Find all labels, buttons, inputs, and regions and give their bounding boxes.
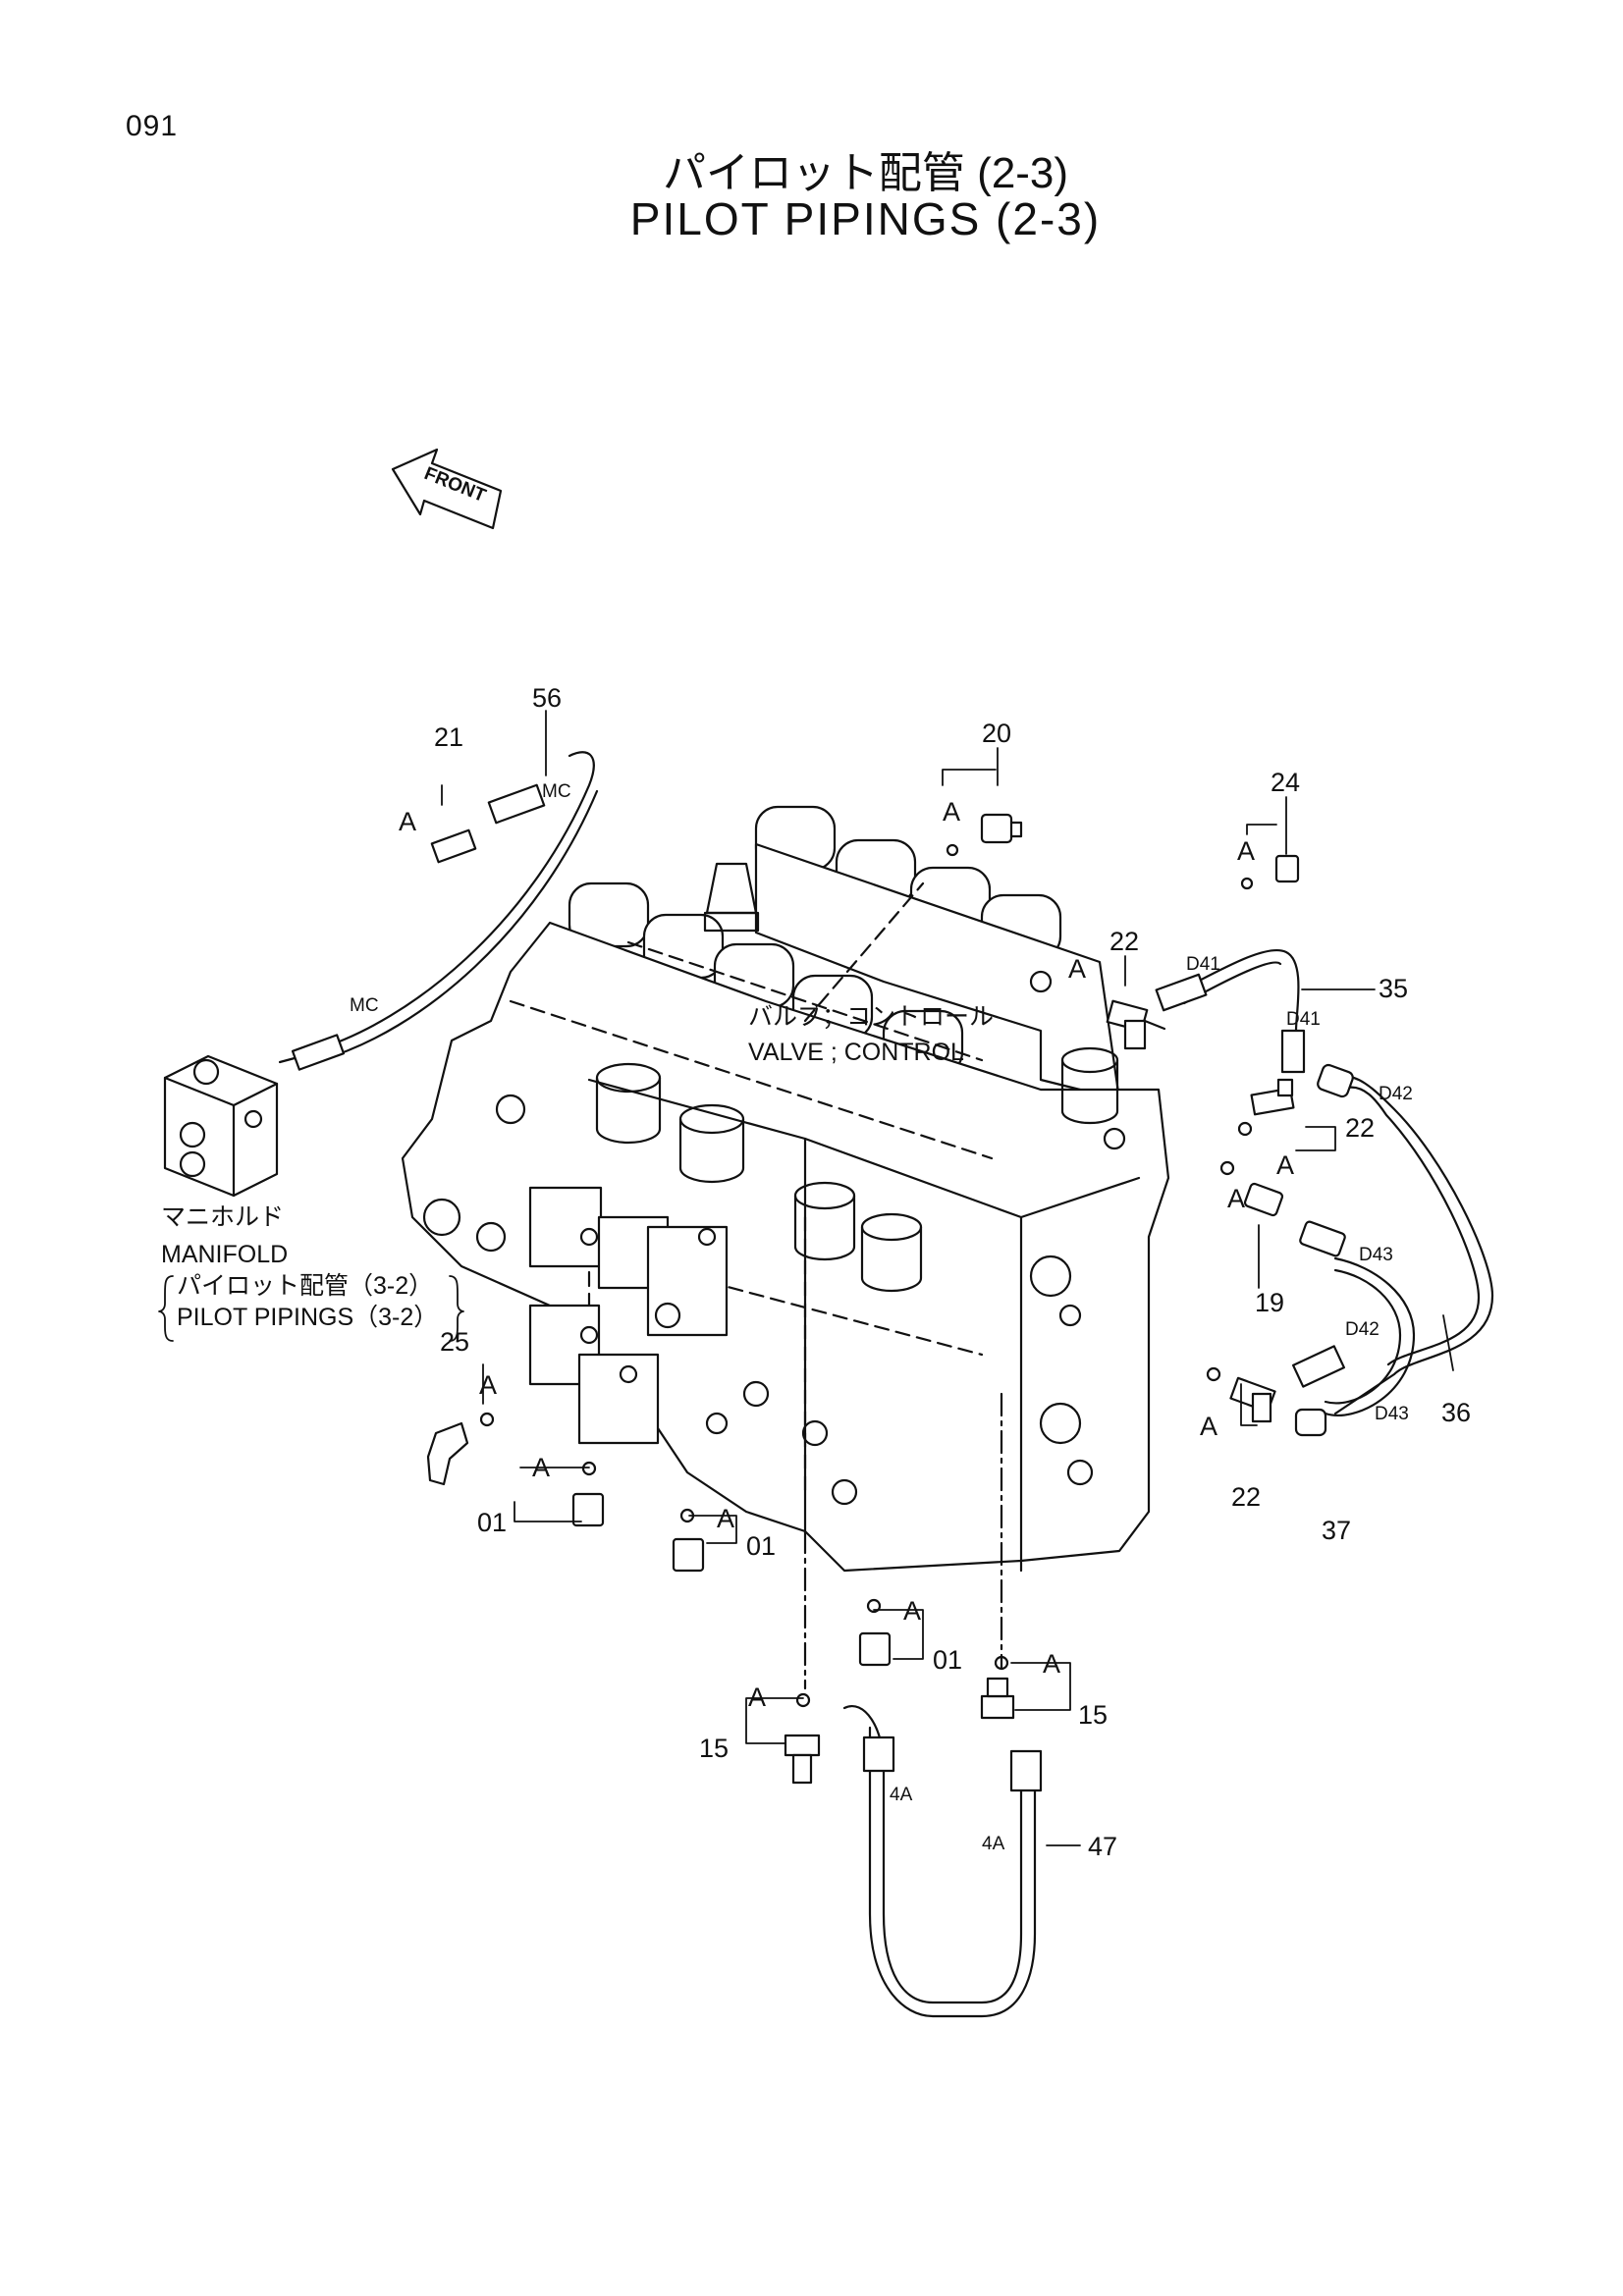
tee-fitting-22-middle bbox=[1237, 1078, 1295, 1137]
pipe-36 bbox=[1291, 1063, 1494, 1416]
a-marker: A bbox=[1237, 836, 1255, 866]
part-number-22-middle: 22 bbox=[1345, 1113, 1375, 1143]
fitting-24 bbox=[1240, 854, 1300, 890]
manifold-reference-brace bbox=[158, 1275, 174, 1342]
part-number-01-center: 01 bbox=[746, 1531, 776, 1561]
part-labels: 56 21 20 24 22 35 22 19 36 25 22 37 01 0… bbox=[161, 683, 1471, 1861]
a-marker: A bbox=[748, 1682, 766, 1712]
a-marker: A bbox=[532, 1453, 550, 1482]
a-marker: A bbox=[1068, 954, 1086, 984]
manifold-block bbox=[163, 1054, 279, 1198]
a-marker: A bbox=[717, 1504, 734, 1533]
part-number-15-left: 15 bbox=[699, 1734, 729, 1763]
a-marker: A bbox=[943, 797, 960, 827]
leader-lines bbox=[441, 710, 1454, 1846]
mc-label: MC bbox=[350, 995, 379, 1016]
part-number-15-right: 15 bbox=[1078, 1700, 1108, 1730]
plug-01-left bbox=[571, 1461, 605, 1527]
part-number-19: 19 bbox=[1255, 1288, 1284, 1317]
plug-01-center bbox=[672, 1508, 705, 1573]
a-marker: A bbox=[399, 807, 416, 836]
d42-label: D42 bbox=[1379, 1084, 1413, 1104]
page-title-japanese: パイロット配管 (2-3) bbox=[662, 149, 1069, 197]
page-title: PILOT PIPINGS (2-3) bbox=[629, 193, 1102, 244]
part-number-01-right: 01 bbox=[933, 1645, 962, 1675]
pipe-56 bbox=[278, 751, 599, 1071]
plug-01-right bbox=[858, 1598, 892, 1667]
a-marker: A bbox=[1043, 1649, 1060, 1679]
pipe-35 bbox=[1155, 949, 1306, 1074]
part-number-20: 20 bbox=[982, 719, 1011, 748]
control-valve-body bbox=[401, 805, 1170, 1573]
d43-label: D43 bbox=[1359, 1245, 1393, 1265]
fitting-19 bbox=[1219, 1160, 1284, 1217]
tee-fitting-15-right bbox=[980, 1655, 1015, 1720]
a-marker: A bbox=[1200, 1412, 1217, 1441]
d43-label: D43 bbox=[1375, 1404, 1409, 1424]
d41-label: D41 bbox=[1186, 954, 1220, 975]
elbow-25 bbox=[426, 1412, 495, 1486]
part-number-36: 36 bbox=[1441, 1398, 1471, 1427]
a-marker: A bbox=[479, 1370, 497, 1400]
part-number-56: 56 bbox=[532, 683, 562, 713]
a-marker: A bbox=[903, 1596, 921, 1626]
manifold-reference-brace bbox=[449, 1275, 464, 1342]
tee-fitting-15-left bbox=[784, 1692, 821, 1785]
a-marker: A bbox=[1227, 1184, 1245, 1213]
front-arrow-icon: FRONT bbox=[391, 448, 503, 530]
part-number-25: 25 bbox=[440, 1327, 469, 1357]
manifold-reference-japanese: パイロット配管（3-2） bbox=[177, 1272, 433, 1300]
page-number: 091 bbox=[126, 110, 179, 142]
manifold-label: MANIFOLD bbox=[161, 1241, 288, 1268]
part-number-35: 35 bbox=[1379, 974, 1408, 1003]
elbow-37 bbox=[1294, 1408, 1327, 1437]
manifold-label-japanese: マニホルド bbox=[161, 1203, 284, 1231]
valve-label-japanese: バルブ；コントロール bbox=[748, 1003, 994, 1031]
part-number-21: 21 bbox=[434, 722, 463, 752]
d42-label: D42 bbox=[1345, 1319, 1380, 1340]
part-number-22-upper: 22 bbox=[1109, 927, 1139, 956]
fitting-20 bbox=[946, 813, 1023, 857]
valve-label: VALVE ; CONTROL bbox=[748, 1039, 964, 1066]
part-number-24: 24 bbox=[1271, 768, 1300, 797]
part-number-37: 37 bbox=[1322, 1516, 1351, 1545]
4a-label: 4A bbox=[890, 1785, 913, 1805]
tee-fitting-22-upper bbox=[1106, 999, 1166, 1050]
a-marker: A bbox=[1276, 1150, 1294, 1180]
mc-label: MC bbox=[542, 781, 571, 802]
part-number-22-lower: 22 bbox=[1231, 1482, 1261, 1512]
part-number-47: 47 bbox=[1088, 1832, 1117, 1861]
fitting-21 bbox=[430, 828, 477, 864]
part-number-01-left: 01 bbox=[477, 1508, 507, 1537]
d41-label: D41 bbox=[1286, 1009, 1321, 1030]
manifold-reference: PILOT PIPINGS（3-2） bbox=[177, 1304, 438, 1331]
pipe-47 bbox=[842, 1705, 1043, 2018]
4a-label: 4A bbox=[982, 1834, 1005, 1854]
